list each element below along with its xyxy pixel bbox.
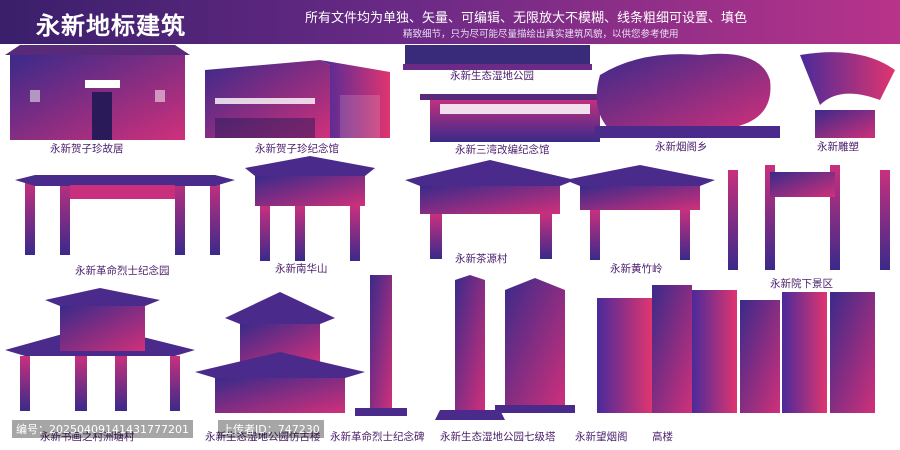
caption-wangyan: 永新望烟阁 (575, 430, 628, 443)
caption-chayuan: 永新茶源村 (455, 252, 508, 265)
header-banner: 永新地标建筑 所有文件均为单独、矢量、可编辑、无限放大不模糊、线条粗细可设置、填… (0, 0, 900, 44)
building-sanwan-memorial (420, 94, 610, 142)
building-huangzhuling-gate (565, 165, 715, 260)
uploader-id-label: 上传者ID：747230 (218, 420, 324, 438)
building-highrises (597, 285, 875, 413)
caption-hezizhen-residence: 永新贺子珍故居 (50, 142, 124, 155)
building-sculpture (800, 52, 895, 138)
caption-wetland-pavilion: 永新生态湿地公园仿古楼 (205, 430, 321, 443)
building-wetland-pavilion (195, 292, 365, 413)
building-wetland-sign (403, 45, 592, 70)
caption-martyrs-monument: 永新革命烈士纪念碑 (330, 430, 425, 443)
caption-yuanxia: 永新院下景区 (770, 277, 833, 290)
building-hezizhen-residence (5, 45, 190, 140)
caption-huangzhuling: 永新黄竹岭 (610, 262, 663, 275)
caption-zhoutang: 永新书画之村洲塘村 (40, 430, 135, 443)
caption-wetland-park: 永新生态湿地公园 (450, 69, 534, 82)
building-hezizhen-memorial (205, 60, 390, 138)
caption-highrises: 高楼 (652, 430, 673, 443)
page-note: 精致细节，只为尽可能尽量描绘出真实建筑风貌，以供您参考使用 (403, 29, 679, 40)
building-nanhua-gate (245, 156, 375, 261)
building-seven-tier-pagoda (435, 275, 505, 420)
caption-martyrs-park: 永新革命烈士纪念园 (75, 264, 170, 277)
page-title: 永新地标建筑 (36, 12, 186, 40)
caption-hezizhen-memorial: 永新贺子珍纪念馆 (255, 142, 339, 155)
building-chayuan-gate (405, 160, 575, 259)
building-martyrs-monument (355, 275, 407, 416)
building-zhoutang-gate (5, 288, 195, 411)
caption-yange: 永新烟阁乡 (655, 140, 708, 153)
building-martyrs-park-gate (15, 175, 235, 255)
caption-sculpture: 永新雕塑 (817, 140, 859, 153)
caption-pagoda: 永新生态湿地公园七级塔 (440, 430, 556, 443)
caption-nanhua: 永新南华山 (275, 262, 328, 275)
page-subtitle: 所有文件均为单独、矢量、可编辑、无限放大不模糊、线条粗细可设置、填色 (305, 11, 748, 26)
caption-sanwan-memorial: 永新三湾改编纪念馆 (455, 143, 550, 156)
building-yuanxia-gate (728, 165, 890, 270)
image-id-label: 编号：20250409141431777201 (12, 420, 193, 438)
building-yange-rock (595, 53, 780, 138)
building-wangyan-pavilion (495, 278, 575, 413)
